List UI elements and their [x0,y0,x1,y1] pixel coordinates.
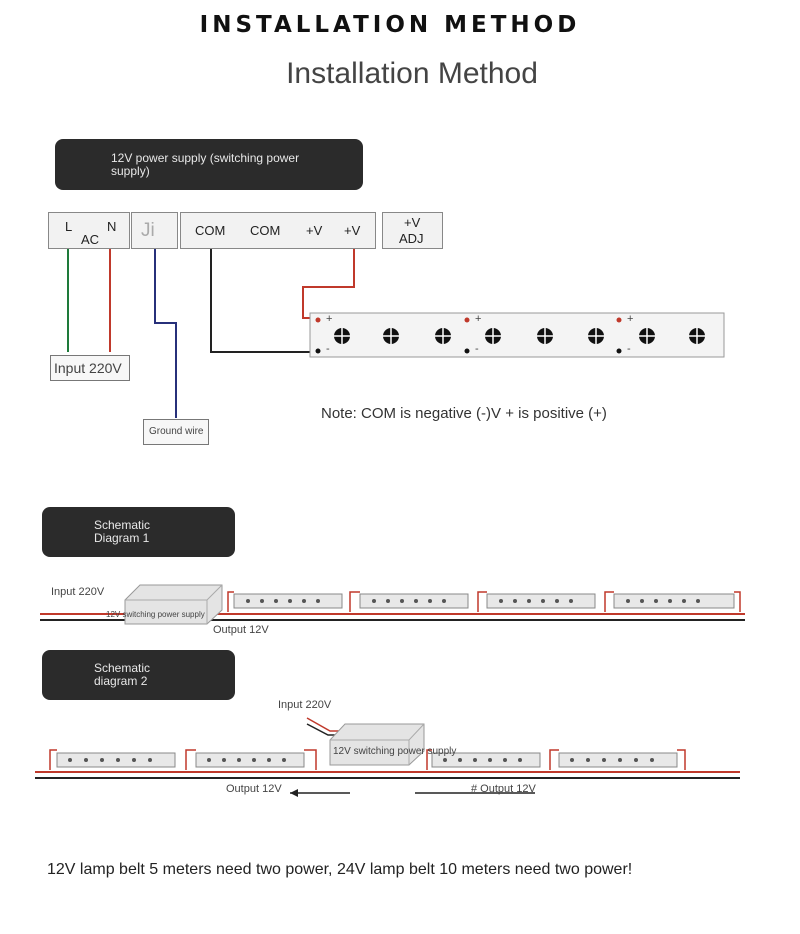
strip-minus-label-1: - [326,343,330,355]
schematic2-strips [56,752,678,768]
terminal-ac: L AC N [48,212,130,249]
pad-markers [315,317,622,354]
input-220v-box: Input 220V [50,355,130,381]
strip-plus-label-3: + [627,313,634,325]
schematic2-title-box: Schematic diagram 2 [42,650,235,700]
terminal-ji-label: Ji [141,220,155,241]
schematic1-strips [233,593,735,609]
terminal-com2-label: COM [250,223,281,238]
wire-ground [154,247,177,418]
footer-note: 12V lamp belt 5 meters need two power, 2… [47,861,633,878]
schematic2-psu-label: 12V switching power supply [333,746,457,757]
page-heading: INSTALLATION METHOD [199,12,581,38]
power-supply-label: 12V power supply (switching power supply… [111,151,300,178]
ground-wire-box: Ground wire [143,419,209,445]
strip-leds [334,328,705,344]
schematic2-input-label: Input 220V [278,699,332,711]
schematic2-output-left-label: Output 12V [226,783,282,795]
terminal-com1-label: COM [195,223,226,238]
strip-minus-label-3: - [627,343,631,355]
schematic1-output-label: Output 12V [213,624,269,636]
strip-plus-label-1: + [326,313,333,325]
schematic2-title: Schematic diagram 2 [94,661,151,688]
terminal-adj-top: +V [404,215,421,230]
page-subheading: Installation Method [286,57,538,90]
terminal-v2-label: +V [344,223,361,238]
led-strip-main [309,312,725,358]
strip-minus-label-2: - [475,343,479,355]
polarity-note: Note: COM is negative (-)V + is positive… [321,405,607,422]
terminal-ac-label: AC [81,232,100,247]
ground-wire-label: Ground wire [149,426,204,437]
strip-plus-label-2: + [475,313,482,325]
terminal-l-label: L [65,219,73,234]
schematic2-output-right-label: # Output 12V [471,783,536,795]
schematic1-title: Schematic Diagram 1 [94,518,151,545]
input-220v-label: Input 220V [54,360,122,376]
psu-box-1 [124,584,223,625]
schematic1-psu-label: 12V switching power supply [106,610,205,619]
wire-positive [302,247,355,319]
terminal-output: COM COM +V +V [180,212,376,249]
terminal-adj-bottom: ADJ [399,231,424,246]
schematic1-input-label: Input 220V [51,586,105,598]
terminal-ground: Ji [131,212,178,249]
power-supply-box: 12V power supply (switching power supply… [55,139,363,190]
terminal-adj: +V ADJ [382,212,443,249]
wire-com [210,247,318,353]
schematic1-title-box: Schematic Diagram 1 [42,507,235,557]
terminal-n-label: N [107,219,117,234]
psu-box-2 [329,723,425,766]
terminal-v1-label: +V [306,223,323,238]
